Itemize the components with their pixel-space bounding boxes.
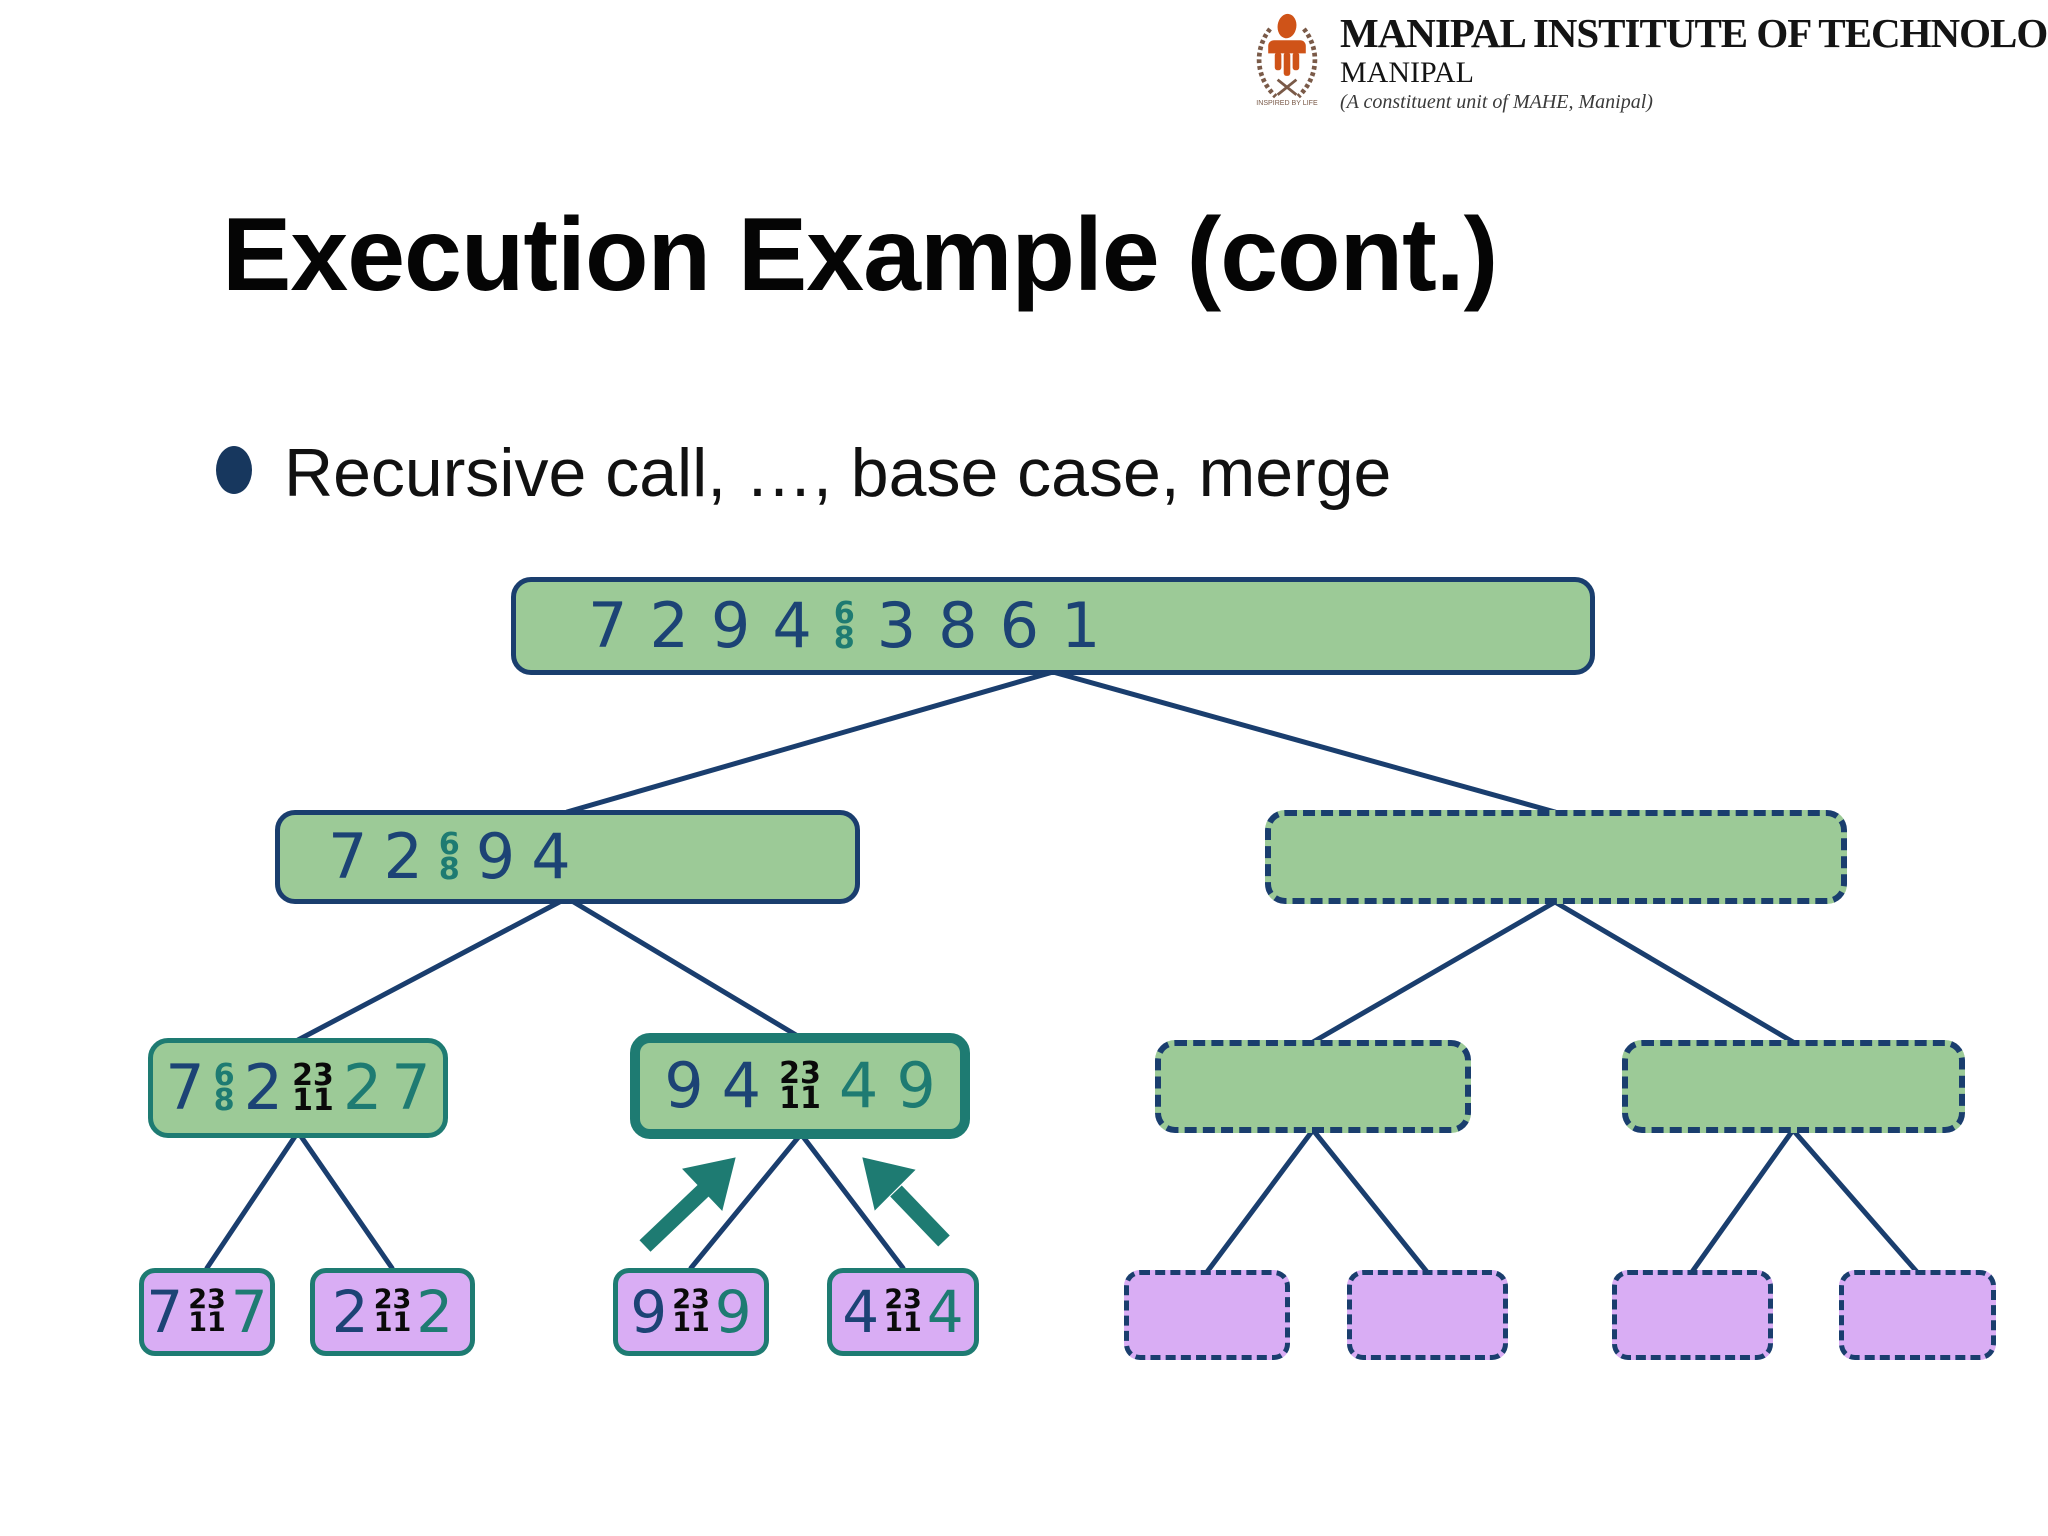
number: 2 [383,820,423,893]
merge-arrow-left-head [682,1157,736,1212]
tree-box-l4-8-pending [1839,1270,1996,1360]
number: 2 [331,1278,369,1346]
number: 9 [710,589,751,662]
number: 2 [416,1278,454,1346]
slide-title: Execution Example (cont.) [222,197,1498,313]
tree-box-l3-3-pending [1155,1040,1471,1133]
bullet-dot [216,446,252,494]
merge-arrows [639,1157,950,1252]
number: 4 [926,1278,964,1346]
merge-arrow-right-shaft [890,1185,950,1247]
tree-box-l4-7-pending [1612,1270,1773,1360]
number: 1 [1061,589,1101,662]
number: 4 [721,1049,762,1122]
merge-arrow-right-head [862,1157,916,1211]
number: 4 [531,820,571,893]
number: 9 [664,1049,704,1122]
tree-box-l2-right-pending [1265,810,1847,904]
logo-campus-name: MANIPAL [1340,56,1474,90]
tree-box-l4-5-pending [1124,1270,1290,1360]
number: 3 [876,589,917,662]
number: 2 [243,1051,284,1124]
tree-box-l4-6-pending [1347,1270,1508,1360]
number: 9 [896,1049,936,1122]
merge-arrow-left-shaft [639,1182,712,1252]
number: 4 [842,1278,880,1346]
number: 7 [146,1278,184,1346]
number: 9 [714,1278,752,1346]
institute-logo: INSPIRED BY LIFE MANIPAL INSTITUTE OF TE… [1248,10,2048,114]
number: 7 [165,1051,205,1124]
number: 7 [391,1051,431,1124]
number: 7 [328,820,368,893]
number: 9 [630,1278,668,1346]
number: 7 [230,1278,268,1346]
logo-tagline: (A constituent unit of MAHE, Manipal) [1340,90,1653,113]
number: 2 [342,1051,383,1124]
number: 6 [999,589,1040,662]
logo-institute-name: MANIPAL INSTITUTE OF TECHNOLOGY [1340,10,2048,56]
logo-motto: INSPIRED BY LIFE [1256,100,1318,106]
tree-box-l3-4-pending [1622,1040,1965,1133]
institute-crest-icon: INSPIRED BY LIFE [1256,13,1318,106]
number: 4 [772,589,812,662]
number: 9 [475,820,516,893]
number: 7 [588,589,628,662]
bullet-text: Recursive call, …, base case, merge [284,435,1392,511]
number: 4 [838,1049,879,1122]
logo-text-block: MANIPAL INSTITUTE OF TECHNOLOGY MANIPAL … [1340,10,2048,114]
number: 2 [649,589,689,662]
connector-lines [204,669,1920,1275]
number: 8 [938,589,978,662]
